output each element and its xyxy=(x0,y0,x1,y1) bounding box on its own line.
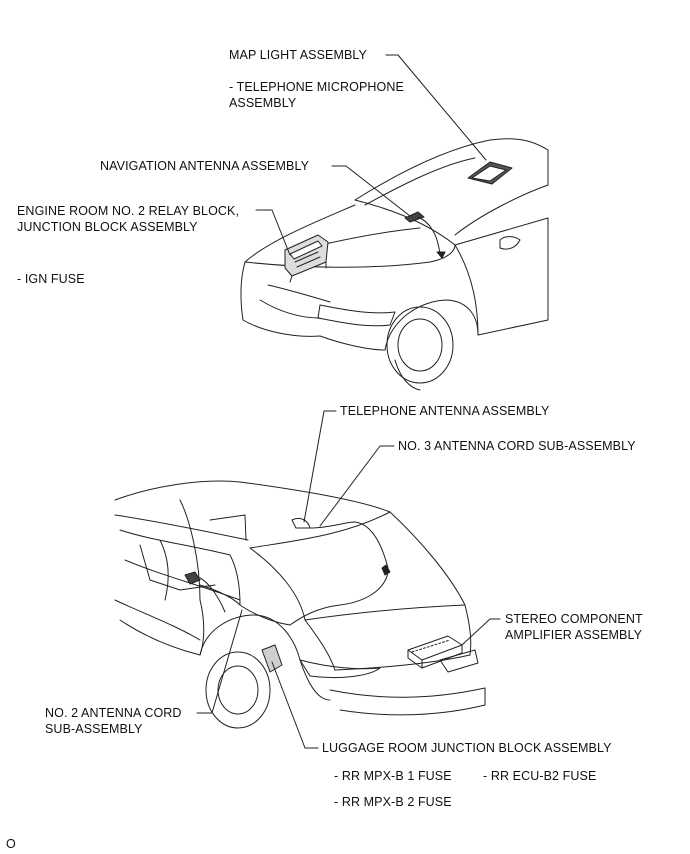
label-rr-mpx-b2-fuse: - RR MPX-B 2 FUSE xyxy=(334,795,452,809)
label-telephone-microphone-line1: - TELEPHONE MICROPHONE xyxy=(229,80,404,94)
label-map-light-assembly: MAP LIGHT ASSEMBLY xyxy=(229,48,367,62)
figure-code: O xyxy=(6,837,16,851)
label-engine-room-relay-line2: JUNCTION BLOCK ASSEMBLY xyxy=(17,220,198,234)
label-no2-antenna-cord-line1: NO. 2 ANTENNA CORD xyxy=(45,706,182,720)
engine-relay-block xyxy=(284,234,329,283)
rear-leader-lines xyxy=(196,410,501,749)
label-rr-ecu-b2-fuse: - RR ECU-B2 FUSE xyxy=(483,769,597,783)
stereo-amplifier-drawing xyxy=(407,635,463,669)
label-luggage-room-junction-block: LUGGAGE ROOM JUNCTION BLOCK ASSEMBLY xyxy=(322,741,612,755)
rear-vehicle-illustration xyxy=(114,480,486,729)
label-ign-fuse: - IGN FUSE xyxy=(17,272,85,286)
label-stereo-amplifier-line1: STEREO COMPONENT xyxy=(505,612,643,626)
label-rr-mpx-b1-fuse: - RR MPX-B 1 FUSE xyxy=(334,769,452,783)
front-leader-lines xyxy=(255,54,487,256)
label-navigation-antenna: NAVIGATION ANTENNA ASSEMBLY xyxy=(100,159,310,173)
label-telephone-microphone-line2: ASSEMBLY xyxy=(229,96,297,110)
front-vehicle-illustration xyxy=(240,138,549,391)
label-engine-room-relay-line1: ENGINE ROOM NO. 2 RELAY BLOCK, xyxy=(17,204,240,218)
label-telephone-antenna: TELEPHONE ANTENNA ASSEMBLY xyxy=(340,404,550,418)
label-no3-antenna-cord: NO. 3 ANTENNA CORD SUB-ASSEMBLY xyxy=(398,439,636,453)
label-no2-antenna-cord-line2: SUB-ASSEMBLY xyxy=(45,722,143,736)
label-stereo-amplifier-line2: AMPLIFIER ASSEMBLY xyxy=(505,628,643,642)
